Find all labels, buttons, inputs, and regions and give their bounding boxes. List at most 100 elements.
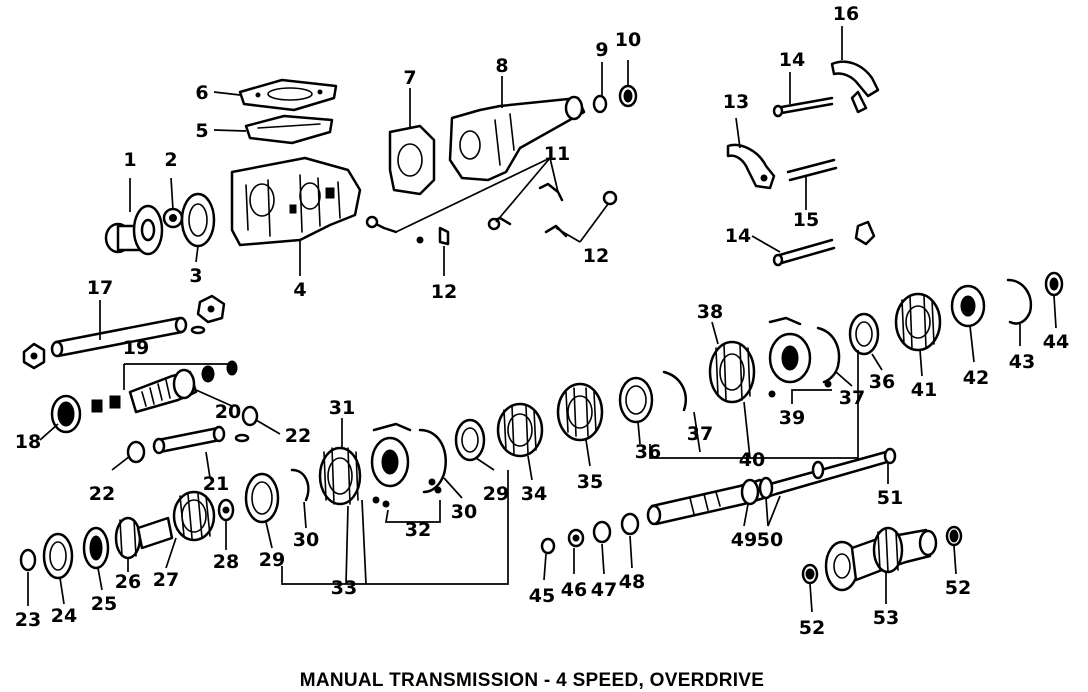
callout-2: 2 — [164, 149, 177, 171]
part-41-gear — [894, 292, 942, 352]
part-6-top-cover — [238, 78, 338, 112]
callout-52-b: 52 — [945, 577, 971, 599]
callout-47: 47 — [591, 579, 617, 601]
callout-40: 40 — [739, 449, 765, 471]
part-19-thrust-washers — [190, 294, 226, 335]
callout-38: 38 — [697, 301, 723, 323]
part-32-synchro-hub — [370, 422, 442, 508]
part-36-synchro-ring-2 — [848, 312, 880, 356]
callout-25: 25 — [91, 593, 117, 615]
callout-23: 23 — [15, 609, 41, 631]
callout-20: 20 — [215, 401, 241, 423]
part-5-cover-gasket — [244, 114, 334, 145]
callout-3: 3 — [189, 265, 202, 287]
callout-50: 50 — [757, 529, 783, 551]
callout-30-b: 30 — [451, 501, 477, 523]
part-28-bearing — [217, 498, 235, 522]
part-53-cluster-gear — [824, 526, 938, 592]
callout-35: 35 — [577, 471, 603, 493]
callout-46: 46 — [561, 579, 587, 601]
part-3-gasket — [180, 192, 216, 248]
leader-lines — [27, 26, 1057, 613]
part-30-snap-ring — [290, 468, 310, 502]
callout-10: 10 — [615, 29, 641, 51]
callout-18: 18 — [15, 431, 41, 453]
callout-19: 19 — [123, 337, 149, 359]
part-4-case — [230, 156, 362, 247]
callout-12-b: 12 — [583, 245, 609, 267]
callout-39: 39 — [779, 407, 805, 429]
part-13-shift-fork — [726, 143, 776, 190]
callout-labels: 1 2 3 4 5 6 7 8 9 10 11 12 12 13 14 14 1… — [15, 3, 1069, 639]
part-17-countershaft — [22, 316, 188, 370]
callout-27: 27 — [153, 569, 179, 591]
part-38-synchro-sleeve — [708, 340, 756, 404]
callout-5: 5 — [195, 120, 208, 142]
part-11-12-shift-levers — [365, 182, 618, 246]
part-15-shift-rail — [786, 158, 838, 182]
part-24-bearing — [42, 532, 74, 580]
part-16-shift-fork — [830, 60, 880, 246]
callout-49: 49 — [731, 529, 757, 551]
callout-22-b: 22 — [89, 483, 115, 505]
part-48-washer — [620, 512, 640, 536]
part-34-gear — [496, 402, 544, 458]
part-43-snap-ring — [1006, 278, 1033, 325]
part-37-snap-ring-2 — [816, 326, 841, 384]
callout-8: 8 — [495, 55, 508, 77]
part-37-snap-ring — [662, 370, 687, 412]
callout-30-a: 30 — [293, 529, 319, 551]
callout-51: 51 — [877, 487, 903, 509]
callout-6: 6 — [195, 82, 208, 104]
callout-1: 1 — [123, 149, 136, 171]
callout-24: 24 — [51, 605, 77, 627]
callout-17: 17 — [87, 277, 113, 299]
part-2-seal — [162, 207, 184, 229]
part-26-synchro-ring — [114, 516, 142, 560]
part-30-snap-ring-2 — [418, 428, 447, 494]
callout-29-b: 29 — [483, 483, 509, 505]
callout-16: 16 — [833, 3, 859, 25]
callout-53: 53 — [873, 607, 899, 629]
part-36-synchro-ring — [618, 376, 654, 424]
callout-32: 32 — [405, 519, 431, 541]
callout-22-a: 22 — [285, 425, 311, 447]
part-31-synchro-sleeve — [318, 446, 362, 506]
part-35-gear — [556, 382, 604, 442]
callout-21: 21 — [203, 473, 229, 495]
part-45-washer — [540, 537, 556, 555]
callout-14-a: 14 — [779, 49, 805, 71]
callout-4: 4 — [293, 279, 306, 301]
part-39-synchro-hub — [768, 316, 832, 398]
callout-43: 43 — [1009, 351, 1035, 373]
callout-33: 33 — [331, 577, 357, 599]
callout-36-a: 36 — [635, 441, 661, 463]
part-1-bearing-retainer — [104, 204, 164, 256]
part-29-synchro-ring — [244, 472, 280, 524]
callout-26: 26 — [115, 571, 141, 593]
part-14-shift-rail-lower — [772, 238, 836, 267]
part-7-extension-gasket — [388, 124, 436, 196]
part-18-counter-gear — [50, 394, 121, 434]
part-23-snap-ring — [19, 548, 37, 572]
part-52-bearing — [801, 563, 819, 585]
part-52-bearing-2 — [945, 525, 963, 547]
part-21-idler-shaft — [152, 425, 226, 455]
part-drawings — [19, 60, 1064, 592]
callout-31: 31 — [329, 397, 355, 419]
callout-13: 13 — [723, 91, 749, 113]
part-22-thrust-washers — [126, 405, 259, 464]
part-29-synchro-ring-2 — [454, 418, 486, 462]
part-8-extension-housing — [448, 95, 586, 182]
diagram-caption: MANUAL TRANSMISSION - 4 SPEED, OVERDRIVE — [300, 670, 765, 691]
callout-48: 48 — [619, 571, 645, 593]
part-42-bearing — [950, 284, 986, 328]
callout-29-a: 29 — [259, 549, 285, 571]
part-44-snap-ring — [1044, 271, 1064, 297]
part-47-washer — [592, 520, 612, 544]
part-27-input-shaft — [136, 490, 216, 550]
callout-52-a: 52 — [799, 617, 825, 639]
callout-7: 7 — [403, 67, 416, 89]
part-46-washer — [567, 528, 585, 548]
